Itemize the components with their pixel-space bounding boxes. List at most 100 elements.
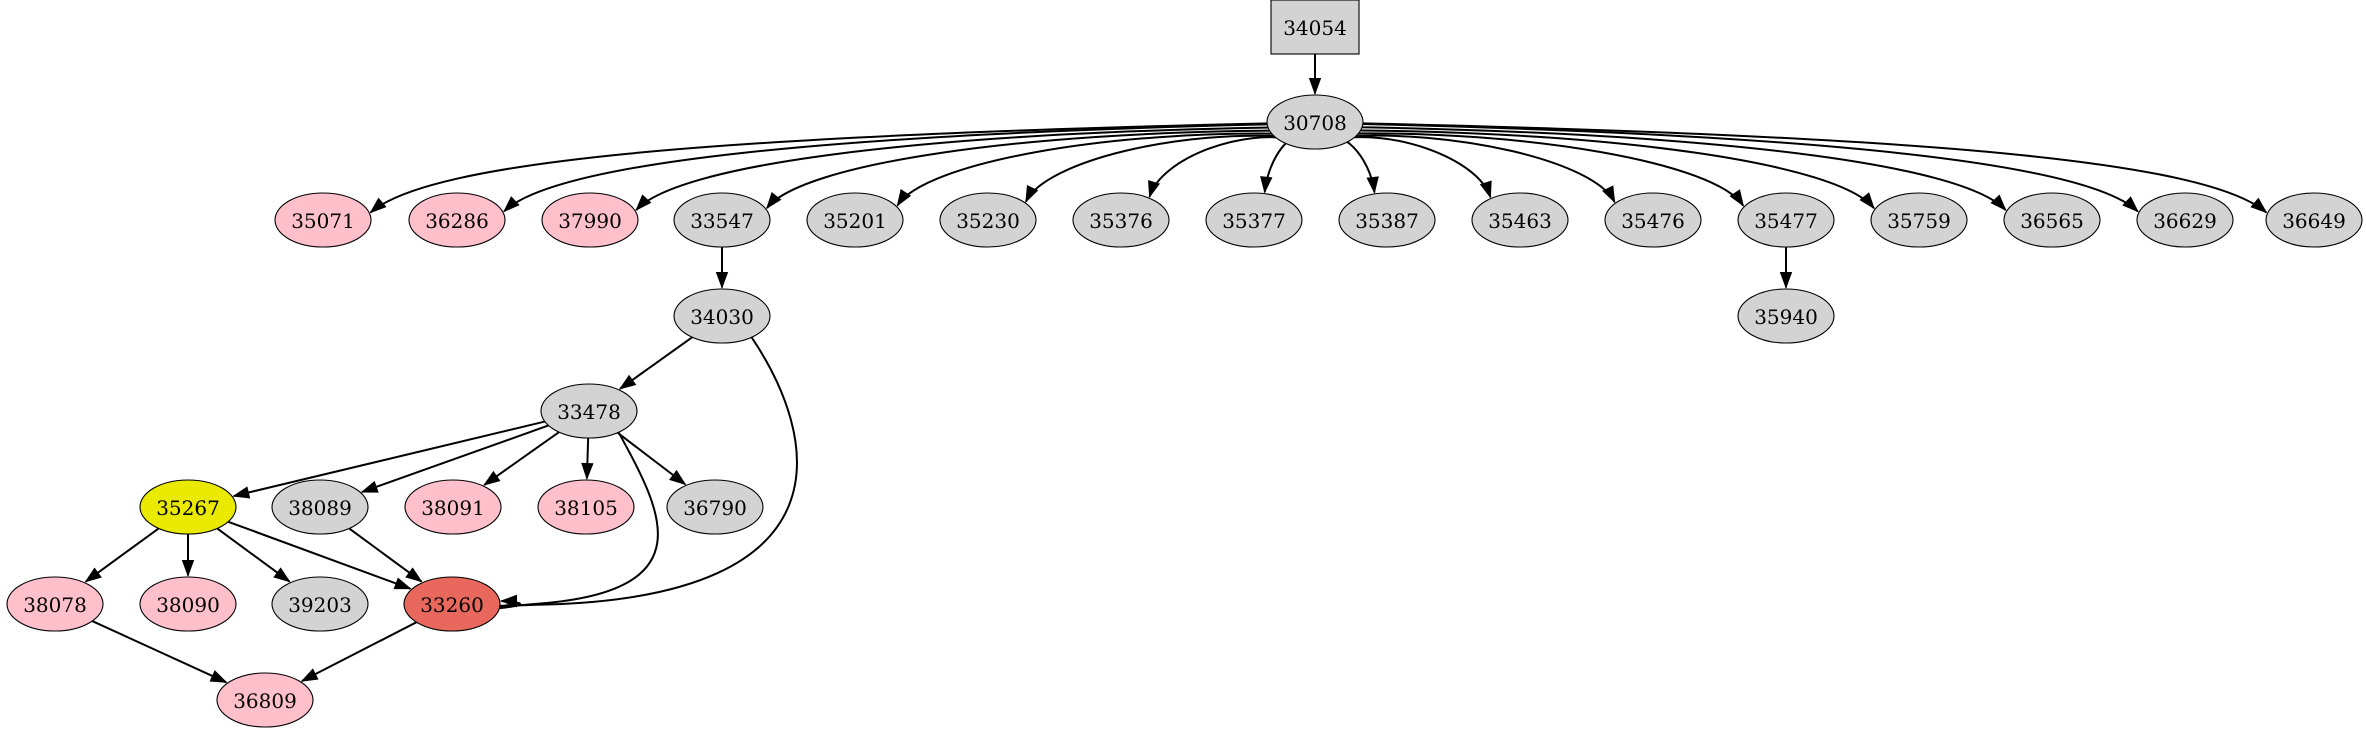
node-ellipse-35230[interactable] bbox=[939, 192, 1037, 248]
graph-edge bbox=[227, 520, 411, 590]
graph-edge bbox=[472, 432, 659, 611]
graph-node-35230[interactable]: 35230 bbox=[939, 192, 1037, 248]
edge-line-34030-33260 bbox=[417, 337, 798, 610]
node-ellipse-33547[interactable] bbox=[673, 192, 771, 248]
graph-node-33478[interactable]: 33478 bbox=[540, 383, 638, 439]
node-ellipse-30708[interactable] bbox=[1266, 94, 1364, 150]
graph-node-34030[interactable]: 34030 bbox=[673, 288, 771, 344]
node-ellipse-35377[interactable] bbox=[1205, 192, 1303, 248]
node-ellipse-36565[interactable] bbox=[2003, 192, 2101, 248]
graph-node-35377[interactable]: 35377 bbox=[1205, 192, 1303, 248]
graph-edge bbox=[417, 337, 798, 610]
arrow-head-icon-35267-38090 bbox=[181, 560, 195, 577]
arrow-head-icon-30708-35377 bbox=[1260, 176, 1273, 194]
node-ellipse-36629[interactable] bbox=[2136, 192, 2234, 248]
node-ellipse-35476[interactable] bbox=[1604, 192, 1702, 248]
node-ellipse-36809[interactable] bbox=[216, 672, 314, 728]
node-ellipse-35376[interactable] bbox=[1072, 192, 1170, 248]
node-ellipse-35759[interactable] bbox=[1870, 192, 1968, 248]
graph-node-35477[interactable]: 35477 bbox=[1737, 192, 1835, 248]
graph-node-36649[interactable]: 36649 bbox=[2265, 192, 2363, 248]
arrow-head-icon-33547-34030 bbox=[715, 272, 729, 289]
edge-line-30708-35230 bbox=[1025, 134, 1292, 203]
graph-node-35476[interactable]: 35476 bbox=[1604, 192, 1702, 248]
node-ellipse-38090[interactable] bbox=[139, 576, 237, 632]
edge-line-30708-36649 bbox=[1362, 122, 2267, 214]
graph-node-34054[interactable]: 34054 bbox=[1270, 0, 1360, 55]
node-ellipse-35463[interactable] bbox=[1471, 192, 1569, 248]
graph-edge bbox=[1357, 122, 2139, 213]
arrow-head-icon-33478-35267 bbox=[232, 486, 251, 499]
node-ellipse-38091[interactable] bbox=[404, 479, 502, 535]
graph-node-39203[interactable]: 39203 bbox=[271, 576, 369, 632]
arrow-head-icon-33478-38091 bbox=[483, 470, 501, 486]
node-ellipse-35477[interactable] bbox=[1737, 192, 1835, 248]
arrow-head-icon-33478-33260 bbox=[500, 594, 517, 608]
graph-edge bbox=[766, 129, 1283, 209]
graph-edge bbox=[503, 123, 1273, 213]
graph-node-35940[interactable]: 35940 bbox=[1737, 288, 1835, 344]
node-ellipse-38078[interactable] bbox=[6, 576, 104, 632]
arrow-head-icon-30708-35463 bbox=[1479, 180, 1492, 199]
graph-node-35071[interactable]: 35071 bbox=[274, 192, 372, 248]
node-ellipse-38105[interactable] bbox=[537, 479, 635, 535]
edge-line-33260-36809 bbox=[301, 621, 418, 682]
arrow-head-icon-30708-35477 bbox=[1729, 189, 1745, 207]
node-ellipse-34030[interactable] bbox=[673, 288, 771, 344]
graph-node-38091[interactable]: 38091 bbox=[404, 479, 502, 535]
arrow-head-icon-34054-30708 bbox=[1308, 78, 1322, 95]
node-ellipse-39203[interactable] bbox=[271, 576, 369, 632]
edge-line-35267-33260 bbox=[227, 520, 411, 590]
graph-node-38089[interactable]: 38089 bbox=[271, 479, 369, 535]
graph-node-35267[interactable]: 35267 bbox=[139, 479, 237, 535]
arrow-head-icon-33478-38089 bbox=[360, 480, 379, 493]
edge-line-30708-37990 bbox=[635, 126, 1278, 211]
graph-node-35387[interactable]: 35387 bbox=[1338, 192, 1436, 248]
arrow-head-icon-30708-33547 bbox=[766, 192, 782, 210]
node-ellipse-35940[interactable] bbox=[1737, 288, 1835, 344]
graph-node-36629[interactable]: 36629 bbox=[2136, 192, 2234, 248]
node-ellipse-36790[interactable] bbox=[666, 479, 764, 535]
graph-node-36565[interactable]: 36565 bbox=[2003, 192, 2101, 248]
graph-node-36809[interactable]: 36809 bbox=[216, 672, 314, 728]
node-ellipse-36286[interactable] bbox=[408, 192, 506, 248]
graph-node-38105[interactable]: 38105 bbox=[537, 479, 635, 535]
node-ellipse-37990[interactable] bbox=[541, 192, 639, 248]
edge-line-30708-35463 bbox=[1334, 136, 1492, 198]
graph-node-33547[interactable]: 33547 bbox=[673, 192, 771, 248]
node-ellipse-35071[interactable] bbox=[274, 192, 372, 248]
arrow-head-icon-30708-35071 bbox=[369, 197, 387, 214]
arrow-head-icon-35477-35940 bbox=[1779, 272, 1793, 289]
graph-node-38078[interactable]: 38078 bbox=[6, 576, 104, 632]
arrow-head-icon-30708-36629 bbox=[2122, 196, 2139, 213]
graph-node-35201[interactable]: 35201 bbox=[806, 192, 904, 248]
arrow-head-icon-30708-35376 bbox=[1148, 180, 1160, 199]
graph-node-35463[interactable]: 35463 bbox=[1471, 192, 1569, 248]
graph-node-33260[interactable]: 33260 bbox=[403, 576, 501, 632]
arrow-head-icon-38089-33260 bbox=[405, 567, 423, 583]
graph-edge bbox=[635, 126, 1278, 211]
arrow-head-icon-30708-35230 bbox=[1025, 185, 1039, 203]
arrow-head-icon-30708-35201 bbox=[896, 188, 912, 207]
node-ellipse-33260[interactable] bbox=[403, 576, 501, 632]
node-ellipse-35387[interactable] bbox=[1338, 192, 1436, 248]
graph-node-37990[interactable]: 37990 bbox=[541, 192, 639, 248]
node-ellipse-38089[interactable] bbox=[271, 479, 369, 535]
graph-node-36790[interactable]: 36790 bbox=[666, 479, 764, 535]
node-ellipse-36649[interactable] bbox=[2265, 192, 2363, 248]
graph-node-36286[interactable]: 36286 bbox=[408, 192, 506, 248]
node-box-34054[interactable] bbox=[1270, 0, 1360, 55]
node-ellipse-35267[interactable] bbox=[139, 479, 237, 535]
arrow-head-icon-34030-33478 bbox=[618, 374, 637, 390]
graph-node-30708[interactable]: 30708 bbox=[1266, 94, 1364, 150]
graph-node-38090[interactable]: 38090 bbox=[139, 576, 237, 632]
node-ellipse-33478[interactable] bbox=[540, 383, 638, 439]
node-ellipse-35201[interactable] bbox=[806, 192, 904, 248]
edge-line-33478-33260 bbox=[472, 432, 659, 611]
arrow-head-icon-35267-39203 bbox=[273, 567, 291, 583]
graph-node-35759[interactable]: 35759 bbox=[1870, 192, 1968, 248]
graph-node-35376[interactable]: 35376 bbox=[1072, 192, 1170, 248]
arrow-head-icon-33260-36809 bbox=[300, 668, 319, 682]
graph-edge bbox=[1343, 132, 1745, 207]
